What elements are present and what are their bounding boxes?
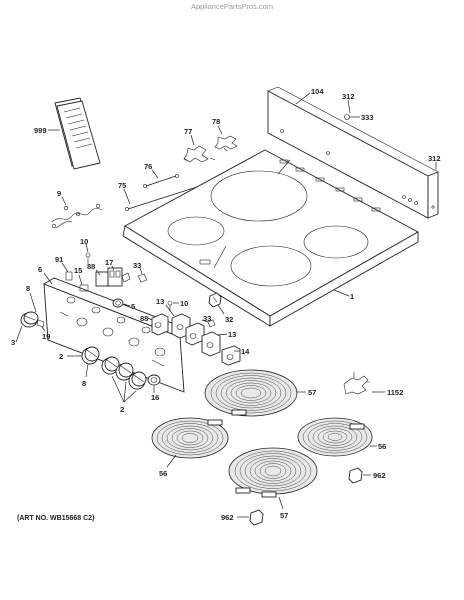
terminal-block-962-right [348, 467, 363, 484]
callout-2-bottom: 2 [120, 405, 124, 414]
bracket-77 [183, 145, 216, 163]
switch-88-17 [95, 267, 131, 287]
callout-14: 14 [241, 347, 250, 356]
surface-element-56-left [151, 417, 229, 459]
callout-8-bottom: 8 [82, 379, 86, 388]
callout-91: 91 [55, 255, 63, 264]
screw-10-right [167, 300, 173, 311]
bracket-78 [214, 135, 238, 152]
owners-manual-999 [54, 97, 101, 170]
callout-2-left: 2 [59, 352, 63, 361]
callout-5: 5 [131, 302, 135, 311]
callout-15: 15 [74, 266, 82, 275]
callout-962-right: 962 [373, 471, 386, 480]
callout-333: 333 [361, 113, 374, 122]
callout-57-bottom: 57 [280, 511, 288, 520]
callout-10-mid: 10 [180, 299, 188, 308]
infinite-switch-14 [221, 345, 241, 366]
clip-32 [208, 292, 222, 308]
callout-56-right: 56 [378, 442, 386, 451]
callout-88-top: 88 [87, 262, 95, 271]
callout-3: 3 [11, 338, 15, 347]
part-33-top [137, 273, 148, 283]
callout-13-a: 13 [156, 297, 164, 306]
callout-33-mid: 33 [203, 314, 211, 323]
callout-77: 77 [184, 127, 192, 136]
callout-10-top: 10 [80, 237, 88, 246]
surface-element-56-right [297, 417, 373, 457]
callout-78: 78 [212, 117, 220, 126]
clip-33-mid [207, 319, 216, 328]
watermark-text: AppliancePartsPros.com [191, 2, 273, 11]
terminal-block-962-bottom [249, 509, 264, 526]
callout-312-top: 312 [342, 92, 355, 101]
callout-13-b: 13 [228, 330, 236, 339]
screw-10-left [85, 252, 91, 264]
callout-76: 76 [144, 162, 152, 171]
part-19 [36, 319, 45, 328]
surface-element-57-bottom [228, 447, 318, 498]
callout-75: 75 [118, 181, 126, 190]
callout-16: 16 [151, 393, 159, 402]
callout-57-top: 57 [308, 388, 316, 397]
infinite-switch-13-b [201, 331, 221, 357]
cooktop-glass-1 [122, 149, 419, 327]
callout-6: 6 [38, 265, 42, 274]
knob-2-right [128, 371, 147, 390]
callout-17: 17 [105, 258, 113, 267]
part-91 [65, 271, 73, 281]
strip-76 [143, 174, 179, 188]
callout-9: 9 [57, 189, 61, 198]
callout-88-mid: 88 [140, 314, 148, 323]
element-bracket-1152 [343, 372, 370, 395]
part-16 [147, 374, 161, 386]
callout-1152: 1152 [387, 388, 403, 397]
surface-element-57-top [204, 369, 298, 417]
art-number: (ART NO. WB15668 C2) [17, 515, 94, 522]
knob-2-center-a [101, 356, 120, 375]
part-15 [79, 284, 89, 292]
callout-312-right: 312 [428, 154, 441, 163]
callout-104: 104 [311, 87, 324, 96]
callout-999: 999 [34, 126, 47, 135]
knob-2-left [81, 346, 100, 365]
callout-33-top: 33 [133, 261, 141, 270]
knob-3 [20, 311, 39, 328]
callout-32: 32 [225, 315, 233, 324]
callout-1: 1 [350, 292, 354, 301]
indicator-light-5 [112, 298, 124, 308]
knob-2-center-b [115, 362, 134, 381]
callout-56-left: 56 [159, 469, 167, 478]
callout-8-left: 8 [26, 284, 30, 293]
callout-962-bottom: 962 [221, 513, 234, 522]
callout-19: 19 [42, 332, 50, 341]
strip-75 [125, 185, 201, 211]
backguard-104 [267, 86, 439, 219]
infinite-switch-88 [151, 313, 169, 336]
wire-harness-9 [51, 203, 103, 229]
